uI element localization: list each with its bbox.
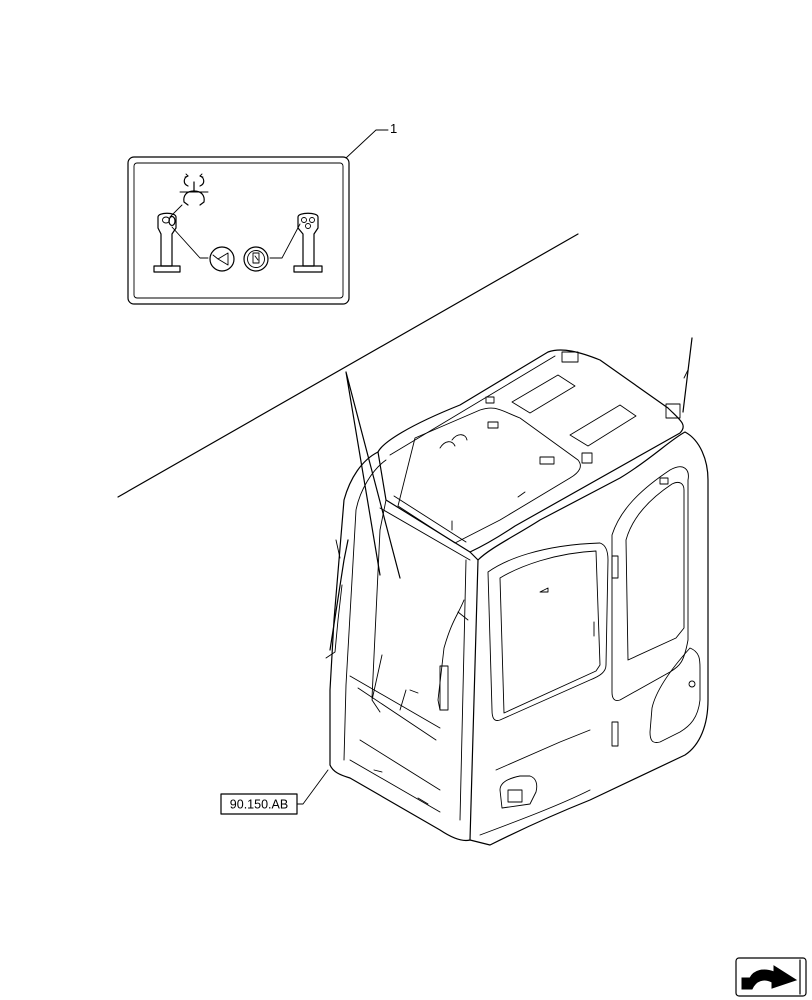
- horn-icon: [209, 246, 235, 272]
- next-page-arrow-icon[interactable]: [735, 957, 807, 997]
- rotate-grab-icon: [179, 173, 209, 206]
- cab-roof: [377, 349, 684, 553]
- reference-leader-line: [296, 769, 329, 805]
- item-leader-line: [345, 129, 389, 159]
- engine-speed-icon: [243, 246, 269, 272]
- cab-side-body: [469, 431, 709, 846]
- joystick-control-decal[interactable]: [127, 156, 350, 305]
- reference-callout[interactable]: 90.150.AB: [220, 769, 329, 815]
- reference-label: 90.150.AB: [230, 798, 288, 812]
- item-number-label: 1: [390, 121, 397, 136]
- operator-cab[interactable]: [325, 337, 709, 846]
- antenna: [665, 337, 693, 419]
- left-joystick-icon: [153, 212, 181, 273]
- decal-leader-lines: [117, 233, 579, 579]
- cab-front-frame: [329, 451, 479, 842]
- decal-group: 1: [127, 121, 397, 305]
- right-joystick-icon: [293, 212, 323, 273]
